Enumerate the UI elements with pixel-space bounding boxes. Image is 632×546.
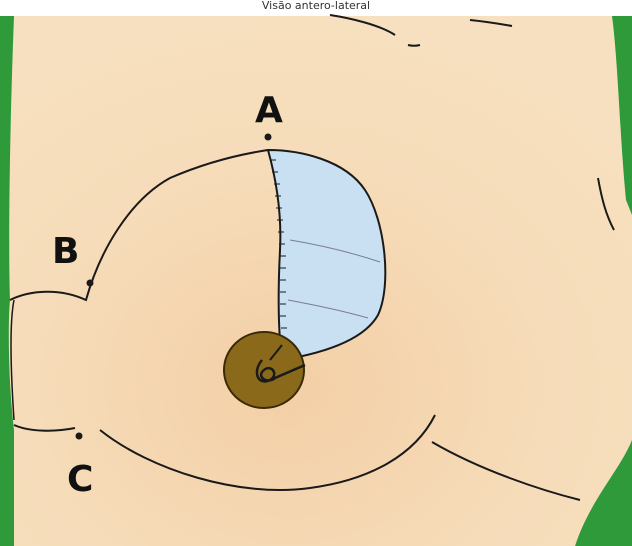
point-c-label: C [67, 462, 93, 498]
point-a-dot [265, 134, 272, 141]
shoulder-mark [408, 45, 420, 46]
point-a-label: A [255, 93, 283, 129]
point-c-dot [76, 433, 83, 440]
point-b-label: B [52, 234, 79, 270]
point-b-dot [87, 280, 94, 287]
